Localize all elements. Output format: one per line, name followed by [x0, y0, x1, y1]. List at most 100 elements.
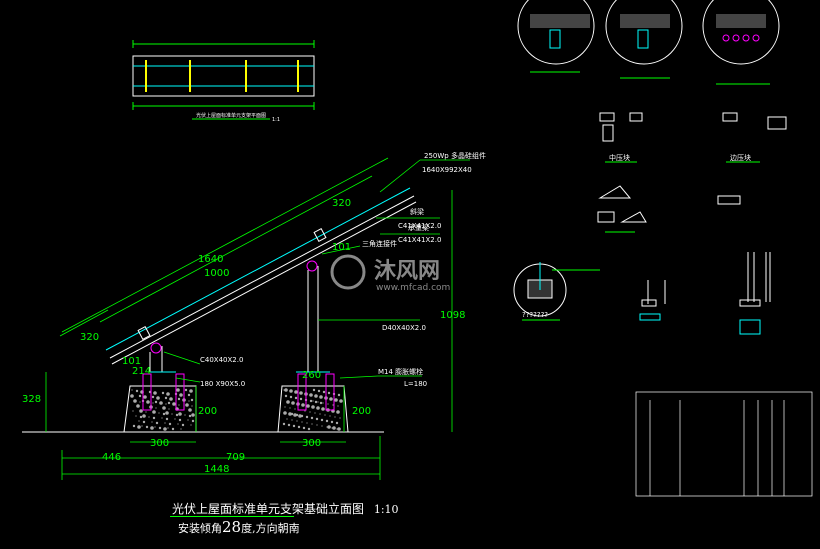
concrete-aggregate — [191, 419, 195, 423]
concrete-aggregate — [305, 415, 309, 419]
dim-1448: 1448 — [204, 464, 229, 475]
concrete-aggregate — [180, 428, 182, 430]
concrete-aggregate — [171, 413, 173, 415]
concrete-aggregate — [172, 402, 176, 406]
concrete-aggregate — [335, 421, 339, 425]
dim-260: 260 — [302, 370, 321, 381]
callout-purlin2: C41X41X2.0 — [398, 236, 441, 244]
bom-table — [635, 391, 813, 497]
concrete-aggregate — [139, 409, 143, 413]
clamp-details — [597, 112, 787, 233]
concrete-aggregate — [139, 415, 143, 419]
concrete-aggregate — [188, 400, 190, 402]
concrete-aggregate — [131, 389, 133, 391]
callout-module-spec: 250Wp 多晶硅组件 — [424, 151, 486, 160]
concrete-aggregate — [181, 423, 185, 427]
concrete-aggregate — [178, 412, 182, 416]
concrete-aggregate — [136, 404, 140, 408]
concrete-aggregate — [165, 403, 167, 405]
concrete-aggregate — [309, 411, 311, 413]
watermark-brand: 沐风网 — [374, 259, 440, 284]
concrete-aggregate — [132, 410, 134, 412]
concrete-aggregate — [185, 403, 189, 407]
dim-300-left: 300 — [150, 438, 169, 449]
concrete-aggregate — [286, 400, 290, 404]
edge-clamp-label: 边压块 — [730, 153, 751, 162]
concrete-aggregate — [137, 425, 141, 429]
concrete-aggregate — [154, 426, 156, 428]
concrete-aggregate — [294, 396, 298, 400]
dim-200-right: 200 — [352, 406, 371, 417]
concrete-aggregate — [191, 413, 195, 417]
callout-front-post: C40X40X2.0 — [200, 356, 243, 364]
concrete-aggregate — [190, 424, 192, 426]
concrete-aggregate — [339, 417, 341, 419]
dim-1000: 1000 — [204, 268, 229, 279]
concrete-aggregate — [316, 406, 320, 410]
anchor-detail — [513, 262, 600, 321]
concrete-aggregate — [306, 404, 310, 408]
concrete-aggregate — [188, 408, 192, 412]
install-angle-note: 安装倾角28度,方向朝南 — [178, 518, 300, 536]
concrete-aggregate — [301, 421, 303, 423]
concrete-aggregate — [139, 401, 141, 403]
concrete-aggregate — [178, 418, 182, 422]
concrete-aggregate — [141, 425, 143, 427]
concrete-aggregate — [311, 405, 315, 409]
dim-709: 709 — [226, 452, 245, 463]
concrete-aggregate — [302, 426, 306, 430]
bracket-details — [639, 252, 771, 335]
concrete-aggregate — [317, 401, 319, 403]
concrete-aggregate — [298, 414, 302, 418]
concrete-aggregate — [158, 426, 162, 430]
concrete-aggregate — [295, 413, 299, 417]
concrete-aggregate — [321, 425, 323, 427]
concrete-aggregate — [291, 401, 295, 405]
anchor-detail-label: ??????? — [522, 311, 548, 319]
concrete-aggregate — [191, 405, 193, 407]
concrete-aggregate — [288, 412, 292, 416]
concrete-aggregate — [167, 401, 171, 405]
concrete-aggregate — [145, 425, 149, 429]
concrete-aggregate — [319, 401, 323, 405]
concrete-aggregate — [179, 393, 183, 397]
concrete-aggregate — [138, 420, 140, 422]
concrete-aggregate — [161, 391, 165, 395]
concrete-aggregate — [135, 389, 139, 393]
concrete-aggregate — [312, 400, 314, 402]
concrete-aggregate — [299, 391, 303, 395]
concrete-aggregate — [138, 394, 142, 398]
dim-328: 328 — [22, 394, 41, 405]
concrete-aggregate — [150, 426, 154, 430]
concrete-aggregate — [289, 395, 293, 399]
dim-200-left: 200 — [198, 406, 217, 417]
concrete-aggregate — [187, 393, 191, 397]
concrete-aggregate — [310, 416, 314, 420]
concrete-aggregate — [168, 422, 172, 426]
concrete-aggregate — [315, 417, 319, 421]
concrete-aggregate — [142, 414, 146, 418]
concrete-aggregate — [314, 400, 318, 404]
concrete-aggregate — [301, 403, 305, 407]
angle-suffix: 度,方向朝南 — [241, 522, 300, 535]
concrete-aggregate — [135, 415, 137, 417]
angle-prefix: 安装倾角 — [178, 522, 222, 535]
concrete-aggregate — [321, 407, 325, 411]
concrete-aggregate — [159, 401, 163, 405]
concrete-aggregate — [174, 418, 176, 420]
concrete-aggregate — [152, 402, 154, 404]
concrete-aggregate — [283, 411, 287, 415]
main-title-text: 光伏上屋面标准单元支架基础立面图 — [172, 502, 365, 516]
concrete-aggregate — [325, 419, 329, 423]
concrete-aggregate — [184, 414, 186, 416]
concrete-aggregate — [155, 407, 157, 409]
concrete-aggregate — [154, 400, 158, 404]
concrete-aggregate — [145, 411, 147, 413]
concrete-aggregate — [132, 424, 136, 428]
concrete-aggregate — [169, 397, 173, 401]
concrete-aggregate — [329, 397, 333, 401]
concrete-aggregate — [327, 403, 329, 405]
pv-module-rail — [105, 187, 417, 365]
concrete-aggregate — [311, 423, 313, 425]
dim-300-right: 300 — [302, 438, 321, 449]
